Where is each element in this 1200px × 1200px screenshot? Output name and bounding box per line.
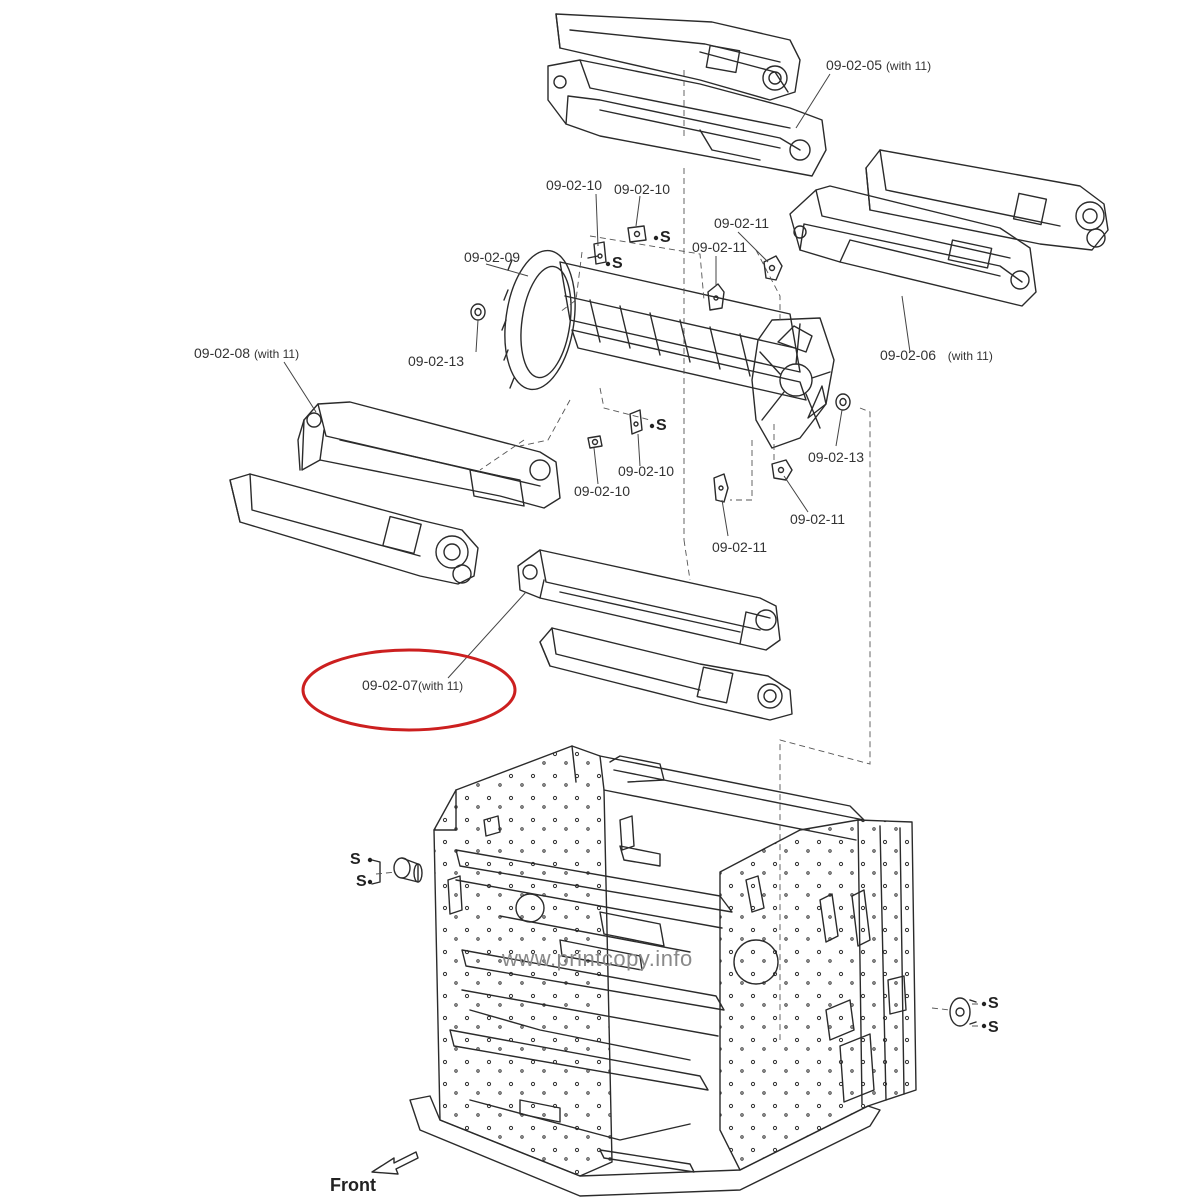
highlight-circle-09-02-07 bbox=[301, 648, 517, 732]
watermark-text: www.printcopy.info bbox=[502, 946, 693, 971]
label-code: 09-02-10 bbox=[574, 483, 631, 499]
label-09-02-08: 09-02-08 (with 11) bbox=[194, 346, 299, 360]
unit-09-02-05 bbox=[547, 13, 827, 177]
label-09-02-11-c: 09-02-11 bbox=[790, 512, 845, 526]
label-code: 09-02-13 bbox=[408, 353, 465, 369]
alignment-dashed-lines bbox=[375, 70, 982, 1040]
label-code: 09-02-10 bbox=[618, 463, 675, 479]
label-09-02-11-a: 09-02-11 bbox=[714, 216, 769, 230]
right-bracket-assembly bbox=[949, 997, 977, 1027]
label-09-02-10-c: 09-02-10 bbox=[618, 464, 674, 478]
label-code: 09-02-11 bbox=[712, 539, 768, 555]
screw-mark: S bbox=[612, 255, 623, 272]
unit-09-02-06 bbox=[789, 149, 1109, 307]
washer-09-02-13-left bbox=[470, 303, 486, 321]
printer-frame-chassis bbox=[409, 745, 917, 1197]
leader-lines bbox=[283, 73, 911, 679]
front-label: Front bbox=[330, 1175, 376, 1195]
label-09-02-11-d: 09-02-11 bbox=[712, 540, 767, 554]
label-09-02-07: 09-02-07(with 11) bbox=[362, 678, 463, 692]
label-code: 09-02-10 bbox=[614, 181, 671, 197]
drum-carousel-09-02-09 bbox=[501, 249, 835, 449]
label-note: (with 11) bbox=[947, 349, 993, 363]
label-note: (with 11) bbox=[253, 347, 300, 361]
label-09-02-06: 09-02-06 (with 11) bbox=[880, 348, 993, 362]
screw-mark: S bbox=[660, 229, 671, 246]
label-code: 09-02-11 bbox=[790, 511, 846, 527]
bracket-parts bbox=[587, 225, 793, 503]
unit-09-02-07 bbox=[517, 549, 793, 721]
screw-mark: S bbox=[988, 995, 999, 1012]
label-09-02-13-a: 09-02-13 bbox=[408, 354, 464, 368]
label-code: 09-02-11 bbox=[714, 215, 770, 231]
label-09-02-05: 09-02-05 (with 11) bbox=[826, 58, 931, 72]
label-code: 09-02-11 bbox=[692, 239, 748, 255]
left-bushing-assembly bbox=[371, 857, 423, 885]
label-note: (with 11) bbox=[418, 679, 464, 693]
label-code: 09-02-06 bbox=[880, 347, 937, 363]
label-note: (with 11) bbox=[885, 59, 932, 73]
screw-mark: S bbox=[350, 851, 361, 868]
screw-mark: S bbox=[356, 873, 367, 890]
unit-09-02-08 bbox=[229, 401, 561, 585]
label-09-02-13-b: 09-02-13 bbox=[808, 450, 864, 464]
label-code: 09-02-10 bbox=[546, 177, 603, 193]
screw-mark: S bbox=[988, 1019, 999, 1036]
front-arrow-icon bbox=[371, 1151, 419, 1175]
label-09-02-11-b: 09-02-11 bbox=[692, 240, 747, 254]
washer-09-02-13-right bbox=[835, 393, 851, 411]
label-09-02-10-d: 09-02-10 bbox=[574, 484, 630, 498]
screw-mark: S bbox=[656, 417, 667, 434]
label-code: 09-02-08 bbox=[194, 345, 251, 361]
label-code: 09-02-13 bbox=[808, 449, 865, 465]
screw-dots bbox=[367, 235, 987, 1029]
label-09-02-10-a: 09-02-10 bbox=[546, 178, 602, 192]
label-code: 09-02-09 bbox=[464, 249, 521, 265]
label-code: 09-02-07 bbox=[362, 677, 419, 693]
label-09-02-10-b: 09-02-10 bbox=[614, 182, 670, 196]
label-09-02-09: 09-02-09 bbox=[464, 250, 520, 264]
label-code: 09-02-05 bbox=[826, 57, 883, 73]
